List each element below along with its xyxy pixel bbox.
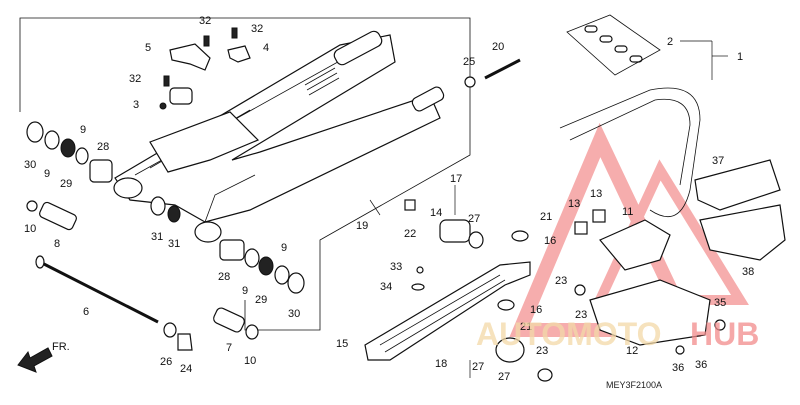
callout-5: 5 <box>145 42 151 54</box>
callout-31b: 31 <box>168 238 180 250</box>
callout-2: 2 <box>667 36 673 48</box>
callout-9d: 9 <box>242 285 248 297</box>
callout-33: 33 <box>390 261 402 273</box>
pivot-shaft <box>26 200 259 351</box>
callout-17: 17 <box>450 173 462 185</box>
callout-15: 15 <box>336 338 348 350</box>
callout-20: 20 <box>492 41 504 53</box>
callout-1: 1 <box>737 51 743 63</box>
small-hardware <box>404 58 726 382</box>
callout-30b: 30 <box>288 308 300 320</box>
callout-32b: 32 <box>251 23 263 35</box>
diagram-code: MEY3F2100A <box>606 380 662 390</box>
callout-23a: 23 <box>555 275 567 287</box>
front-direction-arrow: FR. <box>17 341 70 373</box>
callout-19: 19 <box>356 220 368 232</box>
callout-27a: 27 <box>468 213 480 225</box>
callout-35: 35 <box>714 297 726 309</box>
callout-23c: 23 <box>575 309 587 321</box>
callout-38: 38 <box>742 266 754 278</box>
callout-27c: 27 <box>498 371 510 383</box>
callout-9c: 9 <box>281 242 287 254</box>
callout-24: 24 <box>180 363 192 375</box>
callout-22: 22 <box>404 228 416 240</box>
callout-28a: 28 <box>97 141 109 153</box>
callout-27b: 27 <box>472 361 484 373</box>
callout-9b: 9 <box>44 168 50 180</box>
swingarm <box>113 30 445 243</box>
callout-3: 3 <box>133 99 139 111</box>
pivot-bearing-set-lower <box>219 239 305 294</box>
callout-34: 34 <box>380 281 392 293</box>
callout-31a: 31 <box>151 231 163 243</box>
callout-4: 4 <box>263 42 269 54</box>
callout-16a: 16 <box>544 235 556 247</box>
callout-21a: 21 <box>540 211 552 223</box>
callout-labels: 1 2 3 4 5 6 7 8 9 9 9 9 10 10 11 12 13 1… <box>24 15 754 383</box>
callout-16b: 16 <box>530 304 542 316</box>
callout-25: 25 <box>463 56 475 68</box>
callout-10a: 10 <box>24 223 36 235</box>
callout-37: 37 <box>712 155 724 167</box>
callout-36a: 36 <box>672 362 684 374</box>
callout-32c: 32 <box>129 73 141 85</box>
callout-18: 18 <box>435 358 447 370</box>
pivot-bearing-set-upper <box>26 121 181 223</box>
callout-13a: 13 <box>590 188 602 200</box>
callout-29a: 29 <box>60 178 72 190</box>
callout-8: 8 <box>54 238 60 250</box>
callout-7: 7 <box>226 342 232 354</box>
callout-14: 14 <box>430 207 442 219</box>
callout-32a: 32 <box>199 15 211 27</box>
callout-21b: 21 <box>520 321 532 333</box>
callout-36b: 36 <box>695 359 707 371</box>
callout-26: 26 <box>160 356 172 368</box>
drive-chain <box>559 14 701 218</box>
callout-6: 6 <box>83 306 89 318</box>
watermark-text-primary: AUTOMOTO <box>476 316 661 352</box>
chain-slider <box>364 261 531 361</box>
callout-10b: 10 <box>244 355 256 367</box>
callout-13b: 13 <box>568 198 580 210</box>
direction-label: FR. <box>52 341 70 353</box>
callout-23b: 23 <box>536 345 548 357</box>
callout-30a: 30 <box>24 159 36 171</box>
watermark-brand: AUTOMOTO HUB <box>476 316 759 352</box>
upper-hardware <box>159 27 251 110</box>
watermark-text-secondary: HUB <box>690 316 759 352</box>
callout-12: 12 <box>626 345 638 357</box>
leader-lines <box>369 40 728 378</box>
callout-11: 11 <box>622 206 633 218</box>
callout-29b: 29 <box>255 294 267 306</box>
callout-28b: 28 <box>218 271 230 283</box>
callout-9a: 9 <box>80 124 86 136</box>
chain-guide <box>589 159 786 346</box>
